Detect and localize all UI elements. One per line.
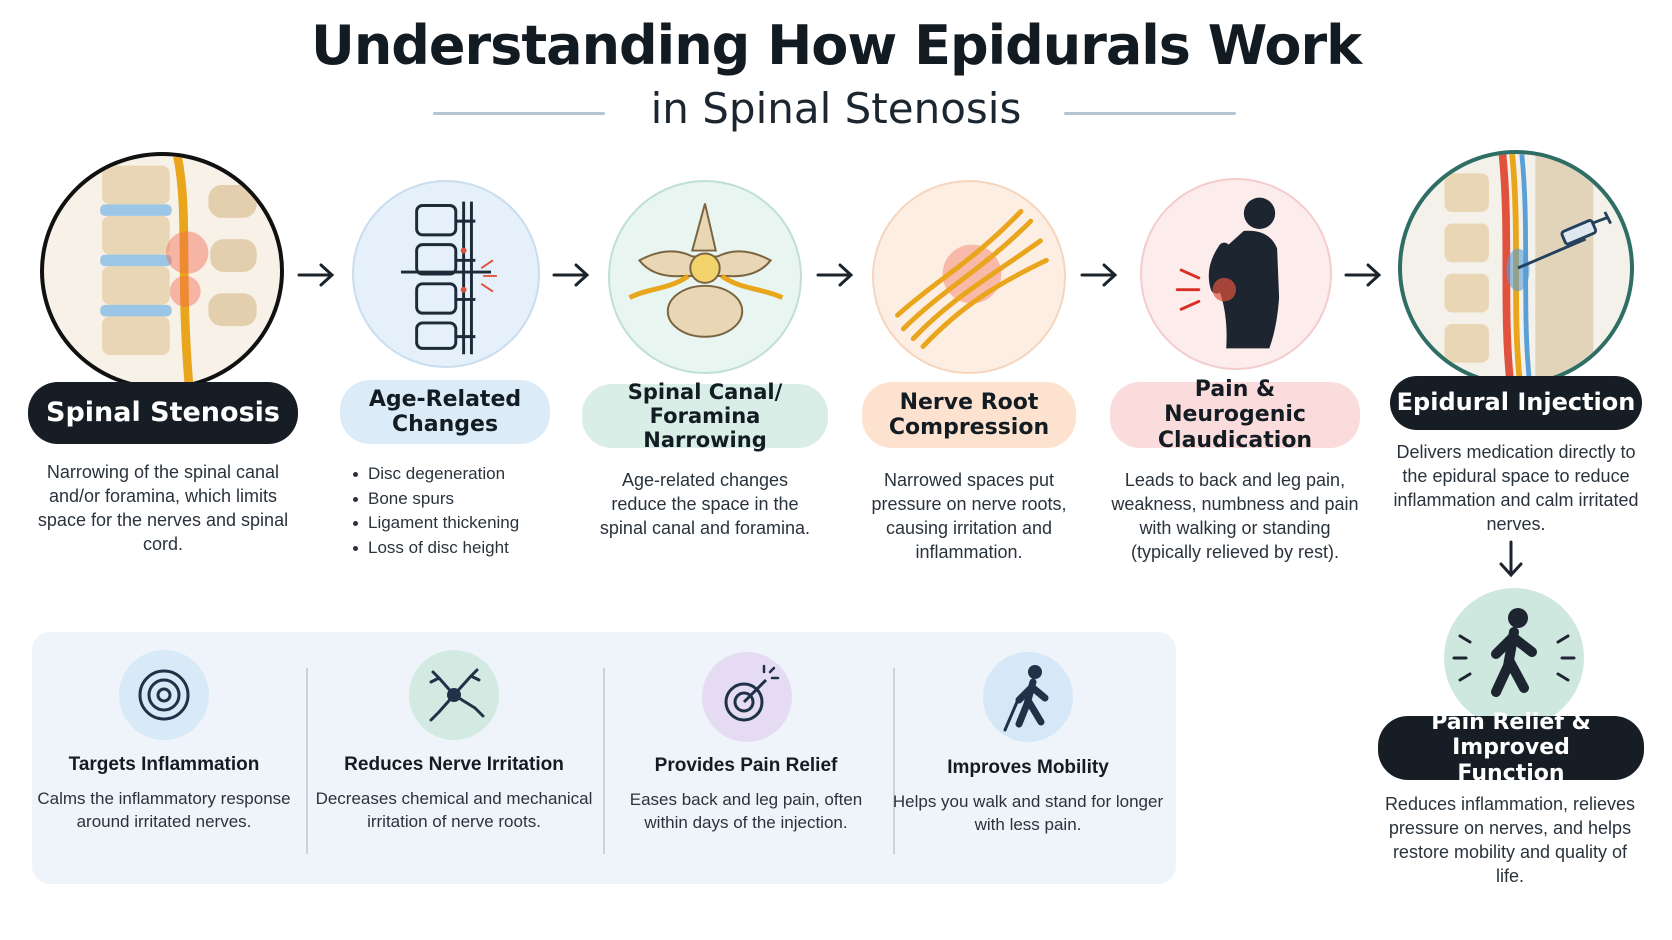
pain-relief-badge <box>702 652 792 742</box>
subtitle-row: in Spinal Stenosis <box>0 84 1672 144</box>
benefit-title-targets-inflammation: Targets Inflammation <box>68 754 260 775</box>
benefit-desc-reduces-irritation: Decreases chemical and mechanical irrita… <box>315 789 593 831</box>
benefit-desc-targets-inflammation: Calms the inflammatory response around i… <box>37 789 291 831</box>
arrow-right-icon <box>1080 263 1118 287</box>
page-title: Understanding How Epidurals Work <box>310 14 1362 77</box>
syringe-spine-icon <box>1444 154 1612 382</box>
step-desc-spinal-stenosis: Narrowing of the spinal canal and/or for… <box>37 462 289 554</box>
walking-person-icon <box>1452 608 1576 697</box>
target-icon <box>138 669 190 721</box>
step-desc-nerve-compression: Narrowed spaces put pressure on nerve ro… <box>871 470 1067 562</box>
step-label-canal-narrowing: Spinal Canal/ Foramina Narrowing <box>582 380 828 452</box>
vertebrae-outline-icon <box>400 201 497 355</box>
walking-cane-icon <box>1003 665 1049 732</box>
age-related-bullet-list: Disc degeneration Bone spurs Ligament th… <box>350 462 550 560</box>
vertebra-cross-section-icon <box>628 203 784 338</box>
age-related-illustration <box>352 180 540 368</box>
arrow-right-icon <box>297 263 335 287</box>
canal-narrowing-illustration <box>608 180 802 374</box>
panel-divider <box>893 668 895 854</box>
bullet-item: Disc degeneration <box>350 462 550 487</box>
benefit-title-reduces-irritation: Reduces Nerve Irritation <box>344 754 564 775</box>
benefit-title-improves-mobility: Improves Mobility <box>947 757 1109 778</box>
step-label-age-related-changes: Age-Related Changes <box>340 380 550 444</box>
benefit-title-pain-relief: Provides Pain Relief <box>654 755 838 776</box>
arrow-down-icon <box>1499 540 1523 578</box>
arrow-right-icon <box>1344 263 1382 287</box>
step-label-pain-claudication: Pain & Neurogenic Claudication <box>1110 377 1360 453</box>
arrow-right-icon <box>552 263 590 287</box>
panel-divider <box>603 668 605 854</box>
compressed-nerve-icon <box>895 208 1049 349</box>
nerve-compression-illustration <box>872 180 1066 374</box>
arrow-right-icon <box>816 263 854 287</box>
step-label-epidural-injection: Epidural Injection <box>1390 376 1642 430</box>
person-back-pain-icon <box>1175 197 1280 349</box>
pain-target-icon <box>724 664 780 722</box>
pain-relief-illustration <box>1444 588 1584 728</box>
spinal-stenosis-illustration <box>40 152 284 390</box>
bullet-item: Loss of disc height <box>350 536 550 561</box>
reduces-irritation-badge <box>409 650 499 740</box>
outcome-label: Pain Relief & Improved Function <box>1378 710 1644 786</box>
benefit-desc-improves-mobility: Helps you walk and stand for longer with… <box>892 792 1164 834</box>
outcome-desc: Reduces inflammation, relieves pressure … <box>1384 794 1636 886</box>
step-desc-canal-narrowing: Age-related changes reduce the space in … <box>599 470 811 538</box>
step-desc-epidural-injection: Delivers medication directly to the epid… <box>1393 442 1639 534</box>
benefit-desc-pain-relief: Eases back and leg pain, often within da… <box>629 790 863 832</box>
panel-divider <box>306 668 308 854</box>
nerve-cell-icon <box>429 668 485 722</box>
step-label-spinal-stenosis: Spinal Stenosis <box>28 382 298 444</box>
improves-mobility-badge <box>983 652 1073 742</box>
spine-stenosis-icon <box>100 156 257 386</box>
pain-claudication-illustration <box>1140 178 1332 370</box>
epidural-injection-illustration <box>1398 150 1634 386</box>
step-label-nerve-compression: Nerve Root Compression <box>862 382 1076 448</box>
subtitle-left-rule <box>433 112 605 115</box>
page-subtitle: in Spinal Stenosis <box>650 84 1022 133</box>
subtitle-right-rule <box>1064 112 1236 115</box>
targets-inflammation-badge <box>119 650 209 740</box>
step-desc-pain-claudication: Leads to back and leg pain, weakness, nu… <box>1111 470 1359 562</box>
bullet-item: Bone spurs <box>350 487 550 512</box>
bullet-item: Ligament thickening <box>350 511 550 536</box>
